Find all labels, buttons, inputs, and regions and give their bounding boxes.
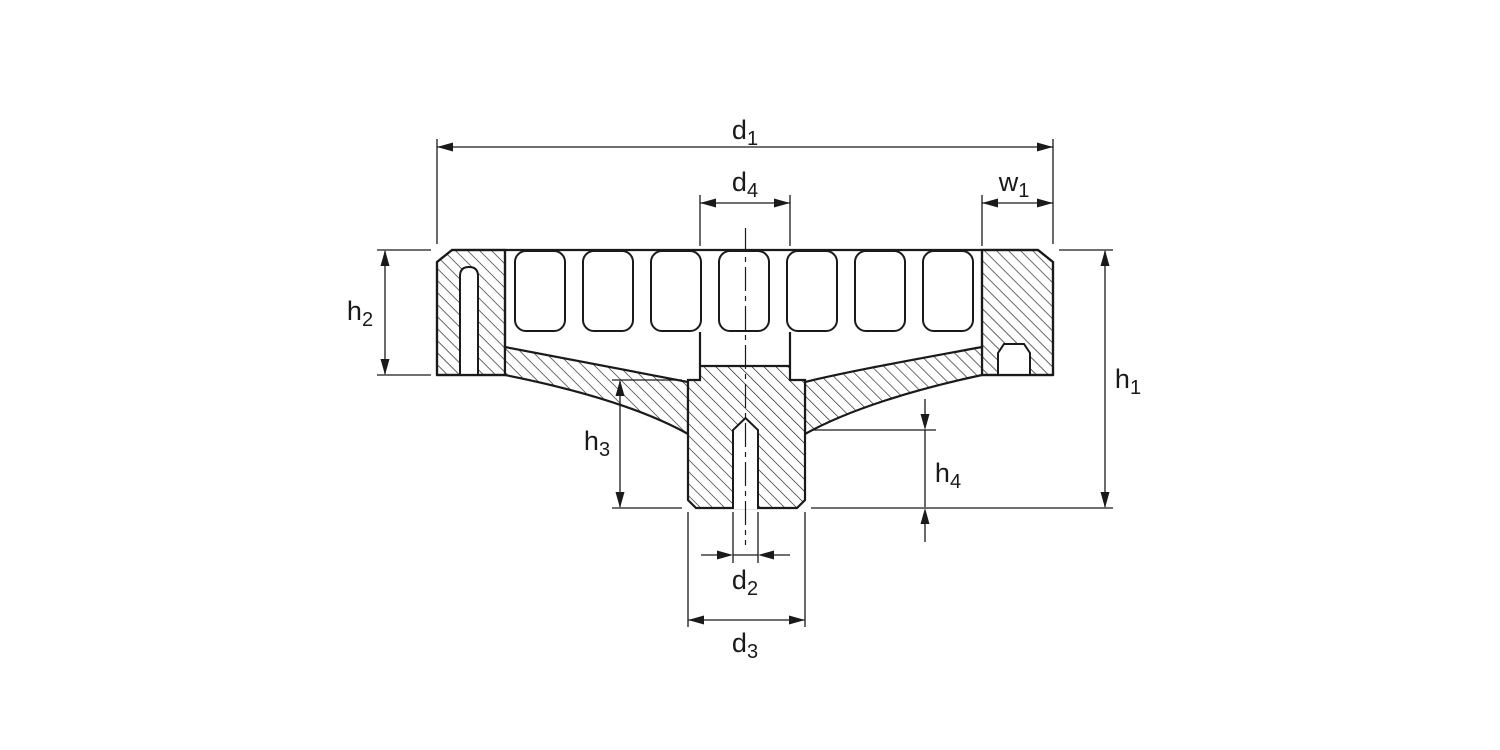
dimension-d4: d4 — [699, 167, 791, 246]
dimension-h1: h1 — [811, 249, 1141, 509]
counterbore-walls — [698, 332, 792, 365]
dimension-label-d4: d4 — [732, 167, 758, 202]
dimension-label-h4: h4 — [935, 458, 961, 493]
dimension-d1: d1 — [436, 115, 1054, 244]
right-rim-recess — [997, 343, 1031, 376]
dimension-label-w1: w1 — [998, 167, 1030, 202]
arrowhead — [700, 198, 716, 208]
web-section-right — [803, 345, 984, 436]
arrowhead — [1037, 142, 1053, 152]
grip-tooth — [514, 250, 566, 332]
dimension-label-h3: h3 — [584, 426, 610, 461]
arrowhead — [615, 492, 625, 508]
dimension-h4: h4 — [812, 399, 961, 542]
web-section-left — [503, 345, 690, 436]
grip-tooth — [854, 250, 906, 332]
dimension-label-h2: h2 — [347, 296, 373, 331]
grip-tooth — [922, 250, 974, 332]
arrowhead — [982, 198, 998, 208]
arrowhead — [920, 414, 930, 430]
wheel-section — [435, 228, 1055, 545]
dimension-h2: h2 — [347, 249, 431, 376]
dimension-label-d2: d2 — [732, 565, 758, 600]
arrowhead — [717, 550, 733, 560]
arrowhead — [615, 380, 625, 396]
arrowhead — [380, 359, 390, 375]
arrowhead — [1100, 250, 1110, 266]
grip-tooth — [582, 250, 634, 332]
arrowhead — [758, 550, 774, 560]
dimension-d3: d3 — [687, 512, 806, 663]
grip-tooth — [786, 250, 838, 332]
arrowhead — [688, 615, 704, 625]
dimension-label-d3: d3 — [732, 628, 758, 663]
arrowhead — [1037, 198, 1053, 208]
dimension-label-d1: d1 — [732, 115, 758, 150]
arrowhead — [774, 198, 790, 208]
left-rim-grip-groove — [459, 265, 479, 376]
arrowhead — [920, 508, 930, 524]
arrowhead — [789, 615, 805, 625]
arrowhead — [380, 250, 390, 266]
dimension-label-h1: h1 — [1115, 364, 1141, 399]
dimension-h3: h3 — [584, 379, 682, 509]
dimension-d2: d2 — [701, 512, 790, 600]
grip-scallops — [514, 250, 974, 332]
arrowhead — [1100, 492, 1110, 508]
dimension-w1: w1 — [981, 167, 1053, 246]
arrowhead — [437, 142, 453, 152]
grip-tooth — [650, 250, 702, 332]
grip-tooth — [718, 250, 770, 332]
